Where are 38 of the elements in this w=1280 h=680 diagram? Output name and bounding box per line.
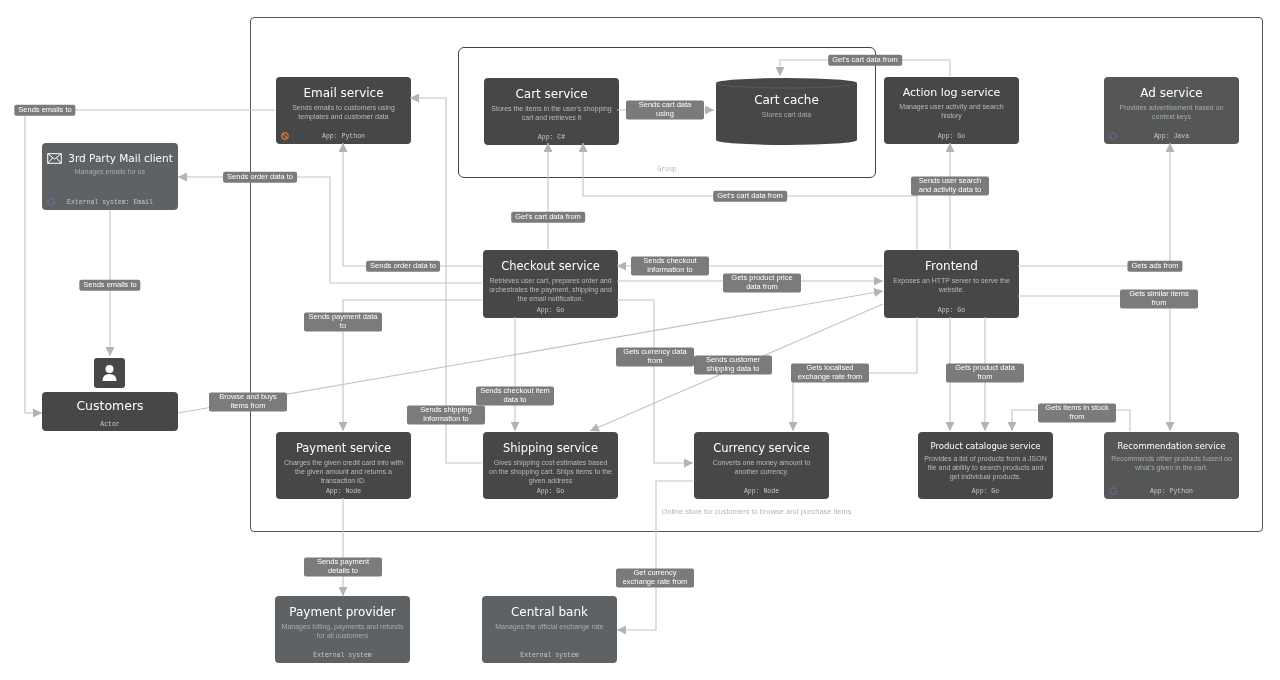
node-title: Cart cache	[754, 93, 819, 107]
service-card	[918, 432, 1053, 499]
node-title: Checkout service	[501, 259, 600, 273]
connector-arrow	[338, 299, 483, 432]
service-card	[482, 596, 617, 663]
node-title: Currency service	[713, 441, 810, 455]
connector-arrow	[616, 299, 694, 468]
service-card	[276, 77, 411, 144]
node-title: Central bank	[510, 605, 588, 619]
node-title: Customers	[76, 398, 144, 413]
node-title: Shipping service	[503, 441, 598, 455]
node-title: Recommendation service	[1117, 441, 1226, 451]
node-title: Cart service	[515, 87, 588, 101]
service-card	[42, 143, 178, 210]
service-card	[276, 432, 411, 499]
connector-arrow	[24, 109, 276, 418]
service-card	[884, 250, 1019, 318]
service-card	[1104, 432, 1239, 499]
service-card	[275, 596, 410, 663]
service-card	[483, 432, 618, 499]
node-title: Payment provider	[289, 605, 396, 619]
service-card	[884, 77, 1019, 144]
connector-arrow	[409, 93, 483, 464]
node-title: Ad service	[1140, 86, 1203, 100]
node-title: Product catalogue service	[930, 441, 1041, 451]
service-card	[694, 432, 829, 499]
connector-arrow	[616, 480, 694, 635]
node-title: Email service	[303, 86, 384, 100]
node-title: Frontend	[925, 259, 978, 273]
connector-arrow	[543, 142, 553, 250]
connector-arrow	[105, 209, 115, 357]
node-title: Action log service	[902, 86, 1001, 99]
connector-arrow	[177, 288, 884, 414]
node-title: Payment service	[295, 441, 392, 455]
service-card	[484, 78, 619, 145]
node-title: 3rd Party Mail client	[68, 152, 173, 164]
service-card	[1104, 77, 1239, 144]
service-card	[483, 250, 618, 318]
